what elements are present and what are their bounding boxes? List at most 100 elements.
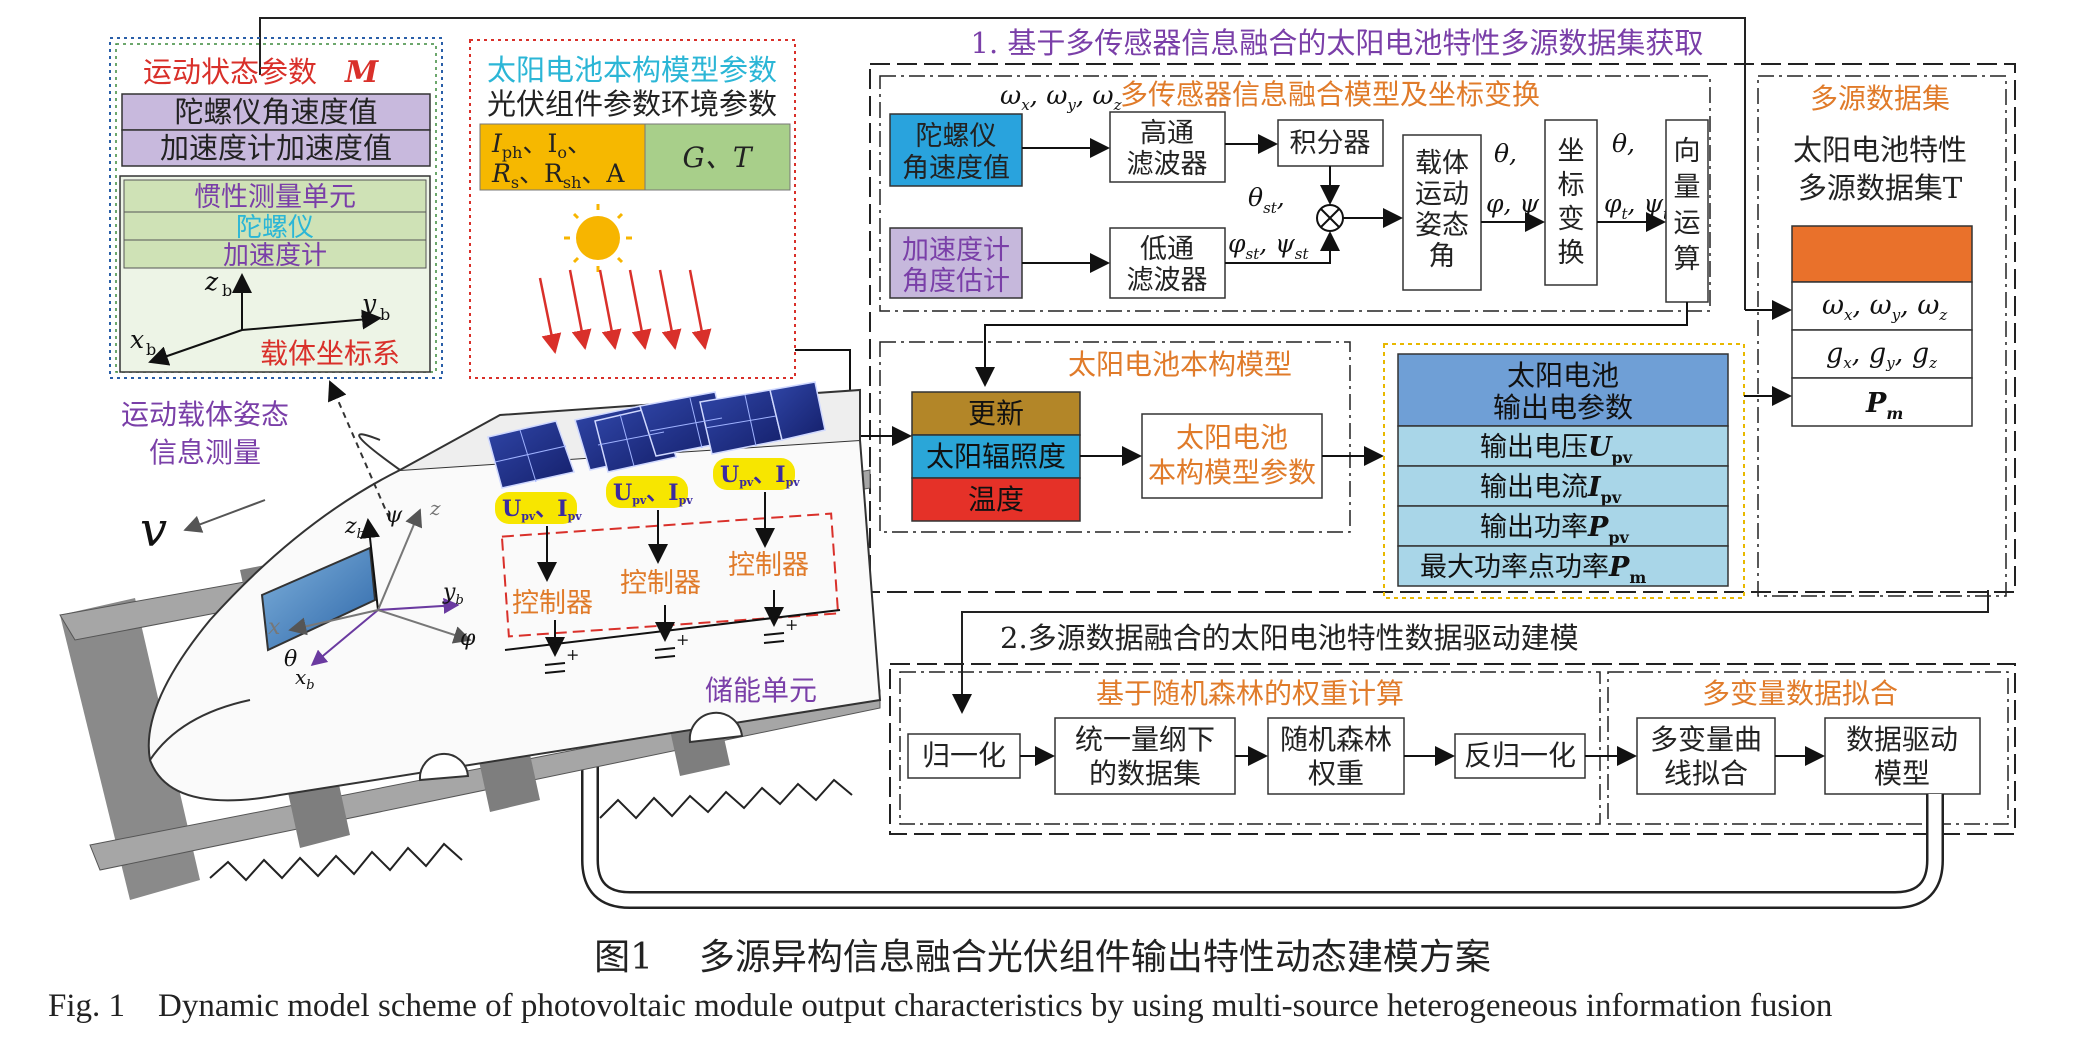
svg-text:坐: 坐 bbox=[1558, 136, 1585, 167]
imu-accel-label: 加速度计 bbox=[223, 241, 327, 271]
highpass-line1: 高通 bbox=[1140, 118, 1194, 149]
carrier-angle-label: 载体 运动 姿态 角 bbox=[1415, 148, 1469, 272]
summing-junction-icon bbox=[1316, 204, 1344, 232]
svg-text:+: + bbox=[566, 645, 579, 664]
theta-t-1: θ, bbox=[1612, 129, 1635, 158]
lowpass-line1: 低通 bbox=[1140, 234, 1194, 265]
omega-label: ωx, ωy, ωz bbox=[1000, 81, 1122, 114]
top-feedback-line bbox=[259, 17, 1746, 310]
axis-y-label: y bbox=[361, 289, 377, 318]
datamodel-line1: 数据驱动 bbox=[1846, 723, 1958, 756]
train-zb-label: zb bbox=[344, 514, 365, 542]
temperature-label: 温度 bbox=[968, 483, 1024, 516]
gold-line1: Iph、Io、 bbox=[491, 129, 592, 162]
multifit-line2: 线拟合 bbox=[1664, 757, 1748, 790]
controller-2: 控制器 bbox=[620, 568, 701, 599]
attitude-label-2: 信息测量 bbox=[149, 436, 261, 469]
train-phi-label: φ bbox=[460, 626, 476, 651]
green-text: G、T bbox=[682, 141, 753, 174]
caption-cn: 图1 多源异构信息融合光伏组件输出特性动态建模方案 bbox=[594, 937, 1491, 978]
gold-line2: Rs、Rsh、A bbox=[491, 159, 625, 192]
controller-arrows bbox=[537, 492, 784, 657]
svg-text:算: 算 bbox=[1674, 244, 1701, 275]
svg-text:+: + bbox=[676, 630, 689, 649]
body-frame-axes bbox=[148, 273, 382, 366]
phi-st-label: φst, ψst bbox=[1228, 229, 1309, 263]
gyro-box-line2: 角速度值 bbox=[902, 153, 1010, 184]
out-voltage: 输出电压Upv bbox=[1480, 432, 1633, 467]
svg-text:+: + bbox=[785, 615, 798, 634]
accel-box-line2: 角度估计 bbox=[902, 266, 1010, 297]
pv-params-subtitle: 光伏组件参数环境参数 bbox=[487, 87, 777, 121]
dataset-desc-2: 多源数据集T bbox=[1798, 171, 1963, 205]
section1: 1. 基于多传感器信息融合的太阳电池特性多源数据集获取 ωx, ωy, ωz 多… bbox=[795, 22, 2016, 599]
svg-text:量: 量 bbox=[1674, 172, 1701, 203]
caption-en: Fig. 1 Dynamic model scheme of photovolt… bbox=[48, 988, 1833, 1024]
svg-text:变: 变 bbox=[1558, 204, 1585, 235]
accel-box-line1: 加速度计 bbox=[902, 235, 1010, 266]
svg-text:换: 换 bbox=[1558, 238, 1585, 269]
theta-phi-psi-2: φ, ψ bbox=[1486, 189, 1539, 218]
solar-panels bbox=[487, 381, 826, 489]
motion-state-panel: 运动状态参数 M 陀螺仪角速度值 加速度计加速度值 惯性测量单元 陀螺仪 加速度… bbox=[109, 37, 443, 379]
fit-title: 多变量数据拟合 bbox=[1702, 677, 1898, 710]
train-body bbox=[147, 438, 882, 802]
svg-text:Upv、Ipv: Upv、Ipv bbox=[613, 480, 693, 507]
dataset-arrows bbox=[1744, 300, 1792, 406]
velocity-label: v bbox=[140, 502, 167, 558]
theta-phi-psi-1: θ, bbox=[1494, 139, 1517, 168]
axis-y-sub: b bbox=[380, 305, 390, 324]
out-mpp: 最大功率点功率Pm bbox=[1420, 552, 1646, 587]
theta-st-label: θst, bbox=[1248, 183, 1285, 217]
unified-line1: 统一量纲下 bbox=[1075, 723, 1215, 756]
train-zt-label: z bbox=[429, 496, 441, 520]
train-x-label: x bbox=[268, 615, 281, 640]
out-title-line2: 输出电参数 bbox=[1493, 391, 1633, 424]
model-params-line1: 太阳电池 bbox=[1176, 421, 1288, 454]
dataset-desc-1: 太阳电池特性 bbox=[1793, 133, 1967, 167]
multifit-line1: 多变量曲 bbox=[1650, 723, 1762, 756]
theta-t-2: φt, ψt bbox=[1604, 189, 1670, 223]
coord-transform-label: 坐 标 变 换 bbox=[1558, 136, 1585, 269]
dataset-row2: gx, gy, gz bbox=[1826, 338, 1937, 372]
velocity-arrow bbox=[183, 499, 266, 533]
axis-z-label: z bbox=[204, 267, 219, 296]
highpass-line2: 滤波器 bbox=[1127, 149, 1208, 180]
svg-text:标: 标 bbox=[1558, 170, 1585, 201]
imu-label: 惯性测量单元 bbox=[194, 182, 356, 213]
pv-badges: Upv、Ipv Upv、Ipv Upv、Ipv bbox=[495, 458, 800, 524]
normalize: 归一化 bbox=[922, 739, 1006, 772]
dataset-row1: ωx, ωy, ωz bbox=[1822, 290, 1947, 324]
train-wheels bbox=[418, 711, 744, 782]
out-current: 输出电流Ipv bbox=[1480, 472, 1622, 507]
train-yb-label: yb bbox=[442, 580, 464, 608]
attitude-label-1: 运动载体姿态 bbox=[121, 398, 289, 431]
pv-params-panel: 太阳电池本构模型参数 光伏组件参数环境参数 Iph、Io、 Rs、Rsh、A G… bbox=[469, 39, 796, 379]
svg-text:运动: 运动 bbox=[1415, 179, 1469, 210]
section1-title: 1. 基于多传感器信息融合的太阳电池特性多源数据集获取 bbox=[971, 26, 1704, 60]
out-power: 输出功率Ppv bbox=[1480, 512, 1630, 547]
svg-text:载体: 载体 bbox=[1415, 148, 1469, 179]
train-xb-label: xb bbox=[295, 665, 315, 693]
update-label: 更新 bbox=[968, 397, 1024, 430]
train-illustration: Upv、Ipv Upv、Ipv Upv、Ipv 控制器 控制器 控制器 + + … bbox=[59, 380, 882, 900]
imu-gyro-label: 陀螺仪 bbox=[236, 213, 314, 243]
fusion-title: 多传感器信息融合模型及坐标变换 bbox=[1120, 78, 1540, 111]
gyro-value-label: 陀螺仪角速度值 bbox=[174, 95, 377, 129]
svg-text:向: 向 bbox=[1674, 136, 1701, 167]
rf-title: 基于随机森林的权重计算 bbox=[1096, 677, 1404, 710]
storage-label: 储能单元 bbox=[705, 674, 817, 707]
rf-weight-line2: 权重 bbox=[1308, 757, 1364, 790]
svg-text:姿态: 姿态 bbox=[1415, 210, 1469, 241]
controller-3: 控制器 bbox=[728, 550, 809, 581]
pv-params-title: 太阳电池本构模型参数 bbox=[487, 53, 777, 87]
section-link bbox=[952, 590, 1989, 714]
model-params-line2: 本构模型参数 bbox=[1148, 456, 1316, 489]
accel-value-label: 加速度计加速度值 bbox=[160, 131, 392, 165]
motion-symbol: M bbox=[344, 55, 379, 90]
axis-x-sub: b bbox=[146, 340, 156, 359]
rf-weight-line1: 随机森林 bbox=[1280, 723, 1392, 756]
svg-text:Upv、Ipv: Upv、Ipv bbox=[502, 496, 582, 523]
motion-title: 运动状态参数 bbox=[143, 55, 317, 89]
